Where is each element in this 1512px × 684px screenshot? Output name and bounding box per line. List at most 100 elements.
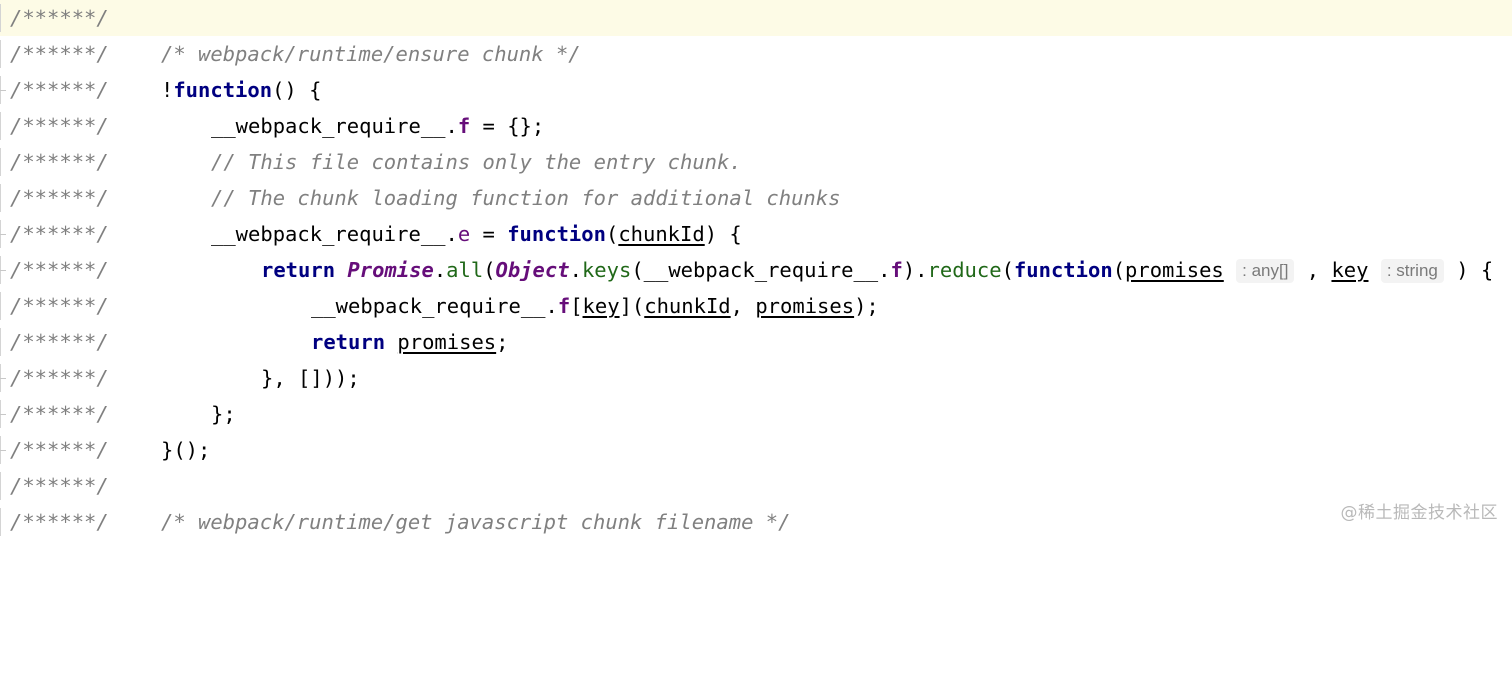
code-line[interactable]: /******/ __webpack_require__.f = {}; [0,108,1512,144]
line-prefix-marker: /******/ [10,510,109,534]
keyword-return: return [311,330,386,354]
identifier: __webpack_require__. [211,222,458,246]
punctuation: ); [854,294,879,318]
punctuation: ) { [704,222,742,246]
identifier: __webpack_require__. [211,114,458,138]
code-line[interactable]: /******/ __webpack_require__.e = functio… [0,216,1512,252]
property: e [457,222,471,246]
code-line[interactable]: /******/ return Promise.all(Object.keys(… [0,252,1512,288]
line-prefix-marker: /******/ [10,258,109,282]
punctuation: [ [570,294,583,318]
code-content: !function() { [161,72,321,108]
method: keys [581,258,632,282]
keyword-function: function [1013,258,1113,282]
fold-guide [0,36,7,72]
line-prefix-marker: /******/ [10,222,109,246]
method: all [446,258,484,282]
comment: /* webpack/runtime/get javascript chunk … [161,510,791,534]
fold-toggle[interactable] [0,216,7,252]
punctuation: }(); [161,438,211,462]
punctuation: ( [605,222,619,246]
parameter: promises [1125,258,1224,282]
code-content: }; [211,396,236,432]
fold-toggle[interactable] [0,252,7,288]
punctuation: ( [483,258,496,282]
field: f [890,258,903,282]
fold-end-marker[interactable] [0,396,7,432]
punctuation: ]( [619,294,645,318]
code-content: __webpack_require__.f = {}; [211,108,544,144]
line-prefix-marker: /******/ [10,150,109,174]
code-line[interactable]: /******/ __webpack_require__.f[key](chun… [0,288,1512,324]
punctuation: ( [1112,258,1126,282]
parameter: promises [397,330,497,354]
watermark: @稀土掘金技术社区 [1340,503,1498,523]
class-name: Promise [347,258,434,282]
punctuation: () { [272,78,322,102]
comment: /* webpack/runtime/ensure chunk */ [161,42,581,66]
fold-end-marker[interactable] [0,432,7,468]
field: f [457,114,471,138]
type-hint: : string [1380,259,1444,283]
code-line[interactable]: /******/ }(); [0,432,1512,468]
line-prefix-marker: /******/ [10,186,109,210]
line-prefix-marker: /******/ [10,330,109,354]
identifier: (__webpack_require__. [631,258,891,282]
code-content: __webpack_require__.f[key](chunkId, prom… [311,288,879,324]
field: f [557,294,571,318]
fold-end-marker[interactable] [0,360,7,396]
punctuation: ( [1001,258,1014,282]
code-line[interactable]: /******/ /* webpack/runtime/get javascri… [0,504,1512,540]
line-prefix-marker: /******/ [10,438,109,462]
fold-guide [0,468,7,504]
fold-guide [0,504,7,540]
fold-guide [0,180,7,216]
type-hint: : any[] [1236,259,1295,283]
fold-toggle[interactable] [0,72,7,108]
punctuation: . [569,258,582,282]
punctuation: ; [496,330,509,354]
parameter: promises [755,294,855,318]
punctuation: , [730,294,756,318]
line-prefix-marker: /******/ [10,294,109,318]
line-prefix-marker: /******/ [10,114,109,138]
code-line[interactable]: /******/ }; [0,396,1512,432]
identifier: __webpack_require__. [311,294,558,318]
line-prefix-marker: /******/ [10,42,109,66]
code-content: }(); [161,432,210,468]
code-line[interactable]: /******/ // This file contains only the … [0,144,1512,180]
punctuation: }; [211,402,236,426]
fold-guide [0,144,7,180]
line-prefix-marker: /******/ [10,6,109,30]
line-prefix-marker: /******/ [10,78,109,102]
code-line[interactable]: /******/ [0,0,1512,36]
code-content: __webpack_require__.e = function(chunkId… [211,216,742,252]
code-line[interactable]: /******/ !function() { [0,72,1512,108]
fold-guide [0,288,7,324]
code-content: }, [])); [261,360,360,396]
fold-guide [0,0,7,36]
code-line[interactable]: /******/ [0,468,1512,504]
punctuation: ) { [1443,258,1494,282]
code-content: return Promise.all(Object.keys(__webpack… [261,252,1493,288]
line-prefix-marker: /******/ [10,402,109,426]
line-prefix-marker: /******/ [10,366,109,390]
code-editor[interactable]: /******/ /******/ /* webpack/runtime/ens… [0,0,1512,539]
method: reduce [927,258,1002,282]
code-content: /* webpack/runtime/ensure chunk */ [161,36,581,72]
punctuation: ). [902,258,928,282]
code-line[interactable]: /******/ }, [])); [0,360,1512,396]
code-content: return promises; [311,324,509,360]
keyword-return: return [261,258,336,282]
code-content: /* webpack/runtime/get javascript chunk … [161,504,790,540]
fold-guide [0,324,7,360]
code-line[interactable]: /******/ // The chunk loading function f… [0,180,1512,216]
code-content: // This file contains only the entry chu… [211,144,742,180]
punctuation: . [433,258,447,282]
punctuation: , [1294,258,1332,282]
parameter: chunkId [644,294,731,318]
parameter: chunkId [618,222,705,246]
code-line[interactable]: /******/ /* webpack/runtime/ensure chunk… [0,36,1512,72]
keyword-function: function [507,222,606,246]
code-line[interactable]: /******/ return promises; [0,324,1512,360]
